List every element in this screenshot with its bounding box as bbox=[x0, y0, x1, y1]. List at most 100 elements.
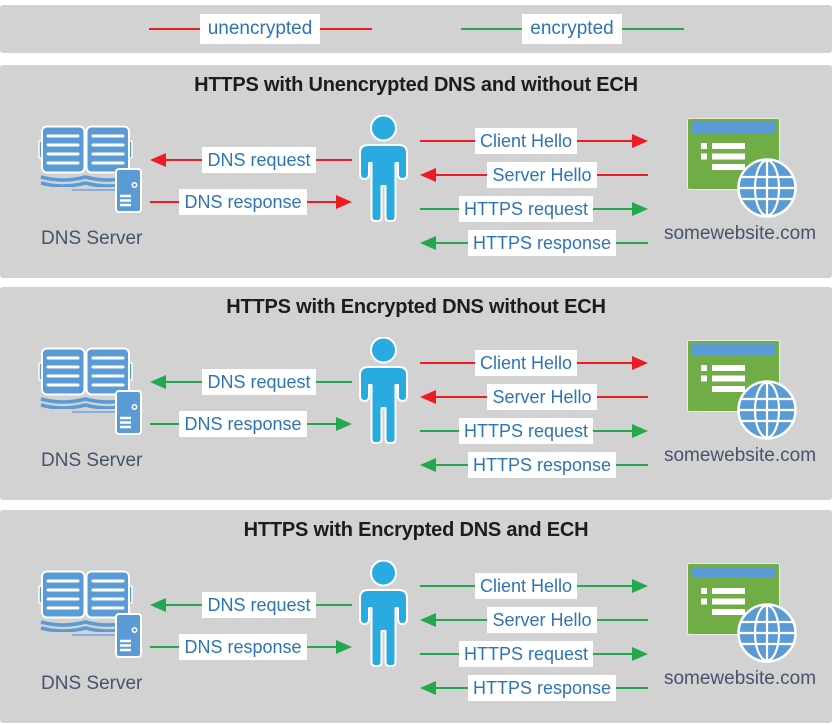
message-arrow-https-request: HTTPS request bbox=[420, 195, 649, 223]
message-label: Client Hello bbox=[474, 350, 578, 376]
globe-icon bbox=[736, 602, 798, 664]
arrowhead-right-icon bbox=[632, 134, 649, 148]
arrow-direction-wrap: DNS response bbox=[150, 633, 352, 661]
legend-line bbox=[460, 28, 523, 30]
arrow-line bbox=[577, 585, 633, 587]
arrow-direction-wrap: Client Hello bbox=[420, 349, 649, 377]
panel-title: HTTPS with Encrypted DNS without ECH bbox=[226, 296, 606, 318]
message-arrow-server-hello: Server Hello bbox=[420, 383, 649, 411]
globe-icon bbox=[736, 379, 798, 441]
person-icon bbox=[357, 337, 410, 445]
arrow-line bbox=[315, 159, 353, 161]
message-arrow-client-hello: Client Hello bbox=[420, 572, 649, 600]
server-tower-icon bbox=[115, 168, 142, 213]
arrowhead-right-icon bbox=[632, 424, 649, 438]
message-label: DNS response bbox=[179, 189, 307, 215]
message-label: Client Hello bbox=[474, 573, 578, 599]
arrow-line bbox=[306, 423, 336, 425]
message-arrow-dns-response: DNS response bbox=[150, 410, 352, 438]
website-label: somewebsite.com bbox=[663, 223, 817, 244]
panel-encrypted-dns-no-ech: HTTPS with Encrypted DNS without ECH bbox=[0, 287, 832, 500]
arrow-direction-wrap: HTTPS response bbox=[420, 674, 648, 702]
message-label: DNS request bbox=[202, 369, 316, 395]
dns-server-label: DNS Server bbox=[41, 673, 143, 694]
person-icon bbox=[357, 560, 410, 668]
arrowhead-right-icon bbox=[632, 202, 649, 216]
arrow-line bbox=[436, 174, 488, 176]
arrow-line bbox=[150, 646, 180, 648]
arrowhead-left-icon bbox=[420, 458, 436, 472]
arrow-line bbox=[596, 619, 649, 621]
arrow-direction-wrap: HTTPS response bbox=[420, 229, 648, 257]
arrow-direction-wrap: DNS response bbox=[150, 188, 352, 216]
message-arrow-https-response: HTTPS response bbox=[420, 674, 648, 702]
book-server-connector-line bbox=[72, 634, 116, 636]
message-label: Server Hello bbox=[487, 162, 597, 188]
arrowhead-left-icon bbox=[150, 153, 166, 167]
arrow-line bbox=[593, 208, 633, 210]
dns-server-label: DNS Server bbox=[41, 450, 143, 471]
arrow-direction-wrap: Client Hello bbox=[420, 127, 649, 155]
legend-line bbox=[148, 28, 200, 30]
arrow-line bbox=[577, 362, 633, 364]
legend-band: unencrypted encrypted bbox=[0, 5, 832, 53]
arrow-line bbox=[596, 174, 649, 176]
legend-label: unencrypted bbox=[199, 14, 321, 44]
arrow-direction-wrap: DNS request bbox=[150, 591, 353, 619]
message-label: DNS request bbox=[202, 592, 316, 618]
panel-encrypted-dns-and-ech: HTTPS with Encrypted DNS and ECH bbox=[0, 510, 832, 723]
message-label: DNS response bbox=[179, 634, 307, 660]
dns-server-label: DNS Server bbox=[41, 228, 143, 249]
arrow-line bbox=[436, 242, 468, 244]
arrow-line bbox=[420, 140, 475, 142]
arrowhead-right-icon bbox=[632, 356, 649, 370]
arrow-line bbox=[420, 585, 475, 587]
message-label: DNS response bbox=[179, 411, 307, 437]
panel-title: HTTPS with Encrypted DNS and ECH bbox=[243, 519, 589, 541]
arrow-direction-wrap: DNS request bbox=[150, 146, 353, 174]
message-label: HTTPS request bbox=[458, 418, 594, 444]
arrow-line bbox=[436, 619, 488, 621]
legend-item-unencrypted: unencrypted bbox=[148, 14, 372, 44]
arrowhead-left-icon bbox=[420, 168, 436, 182]
globe-icon bbox=[736, 157, 798, 219]
website-label: somewebsite.com bbox=[663, 445, 817, 466]
arrow-line bbox=[166, 159, 203, 161]
arrow-line bbox=[593, 653, 633, 655]
legend-line bbox=[621, 28, 684, 30]
arrowhead-right-icon bbox=[632, 579, 649, 593]
arrowhead-right-icon bbox=[632, 647, 649, 661]
arrow-line bbox=[436, 396, 488, 398]
message-label: HTTPS response bbox=[467, 452, 617, 478]
arrow-line bbox=[593, 430, 633, 432]
message-arrow-https-response: HTTPS response bbox=[420, 451, 648, 479]
arrow-line bbox=[166, 381, 203, 383]
message-arrow-dns-response: DNS response bbox=[150, 633, 352, 661]
arrow-line bbox=[577, 140, 633, 142]
arrowhead-left-icon bbox=[420, 390, 436, 404]
arrow-direction-wrap: HTTPS request bbox=[420, 417, 649, 445]
message-label: HTTPS response bbox=[467, 675, 617, 701]
legend-label: encrypted bbox=[522, 14, 622, 44]
person-icon bbox=[357, 115, 410, 223]
arrow-line bbox=[150, 423, 180, 425]
arrow-line bbox=[420, 653, 459, 655]
message-arrow-client-hello: Client Hello bbox=[420, 127, 649, 155]
arrow-line bbox=[306, 201, 336, 203]
arrow-line bbox=[616, 687, 648, 689]
panel-title: HTTPS with Unencrypted DNS and without E… bbox=[194, 74, 638, 96]
message-label: HTTPS request bbox=[458, 196, 594, 222]
open-book-icon bbox=[38, 347, 133, 409]
arrow-line bbox=[315, 604, 353, 606]
arrow-line bbox=[420, 362, 475, 364]
legend-item-encrypted: encrypted bbox=[460, 14, 684, 44]
message-arrow-server-hello: Server Hello bbox=[420, 606, 649, 634]
message-label: HTTPS request bbox=[458, 641, 594, 667]
arrowhead-right-icon bbox=[336, 195, 352, 209]
arrow-line bbox=[436, 464, 468, 466]
arrow-line bbox=[150, 201, 180, 203]
message-label: Client Hello bbox=[474, 128, 578, 154]
arrow-direction-wrap: Server Hello bbox=[420, 161, 649, 189]
message-arrow-dns-response: DNS response bbox=[150, 188, 352, 216]
message-label: Server Hello bbox=[487, 607, 597, 633]
